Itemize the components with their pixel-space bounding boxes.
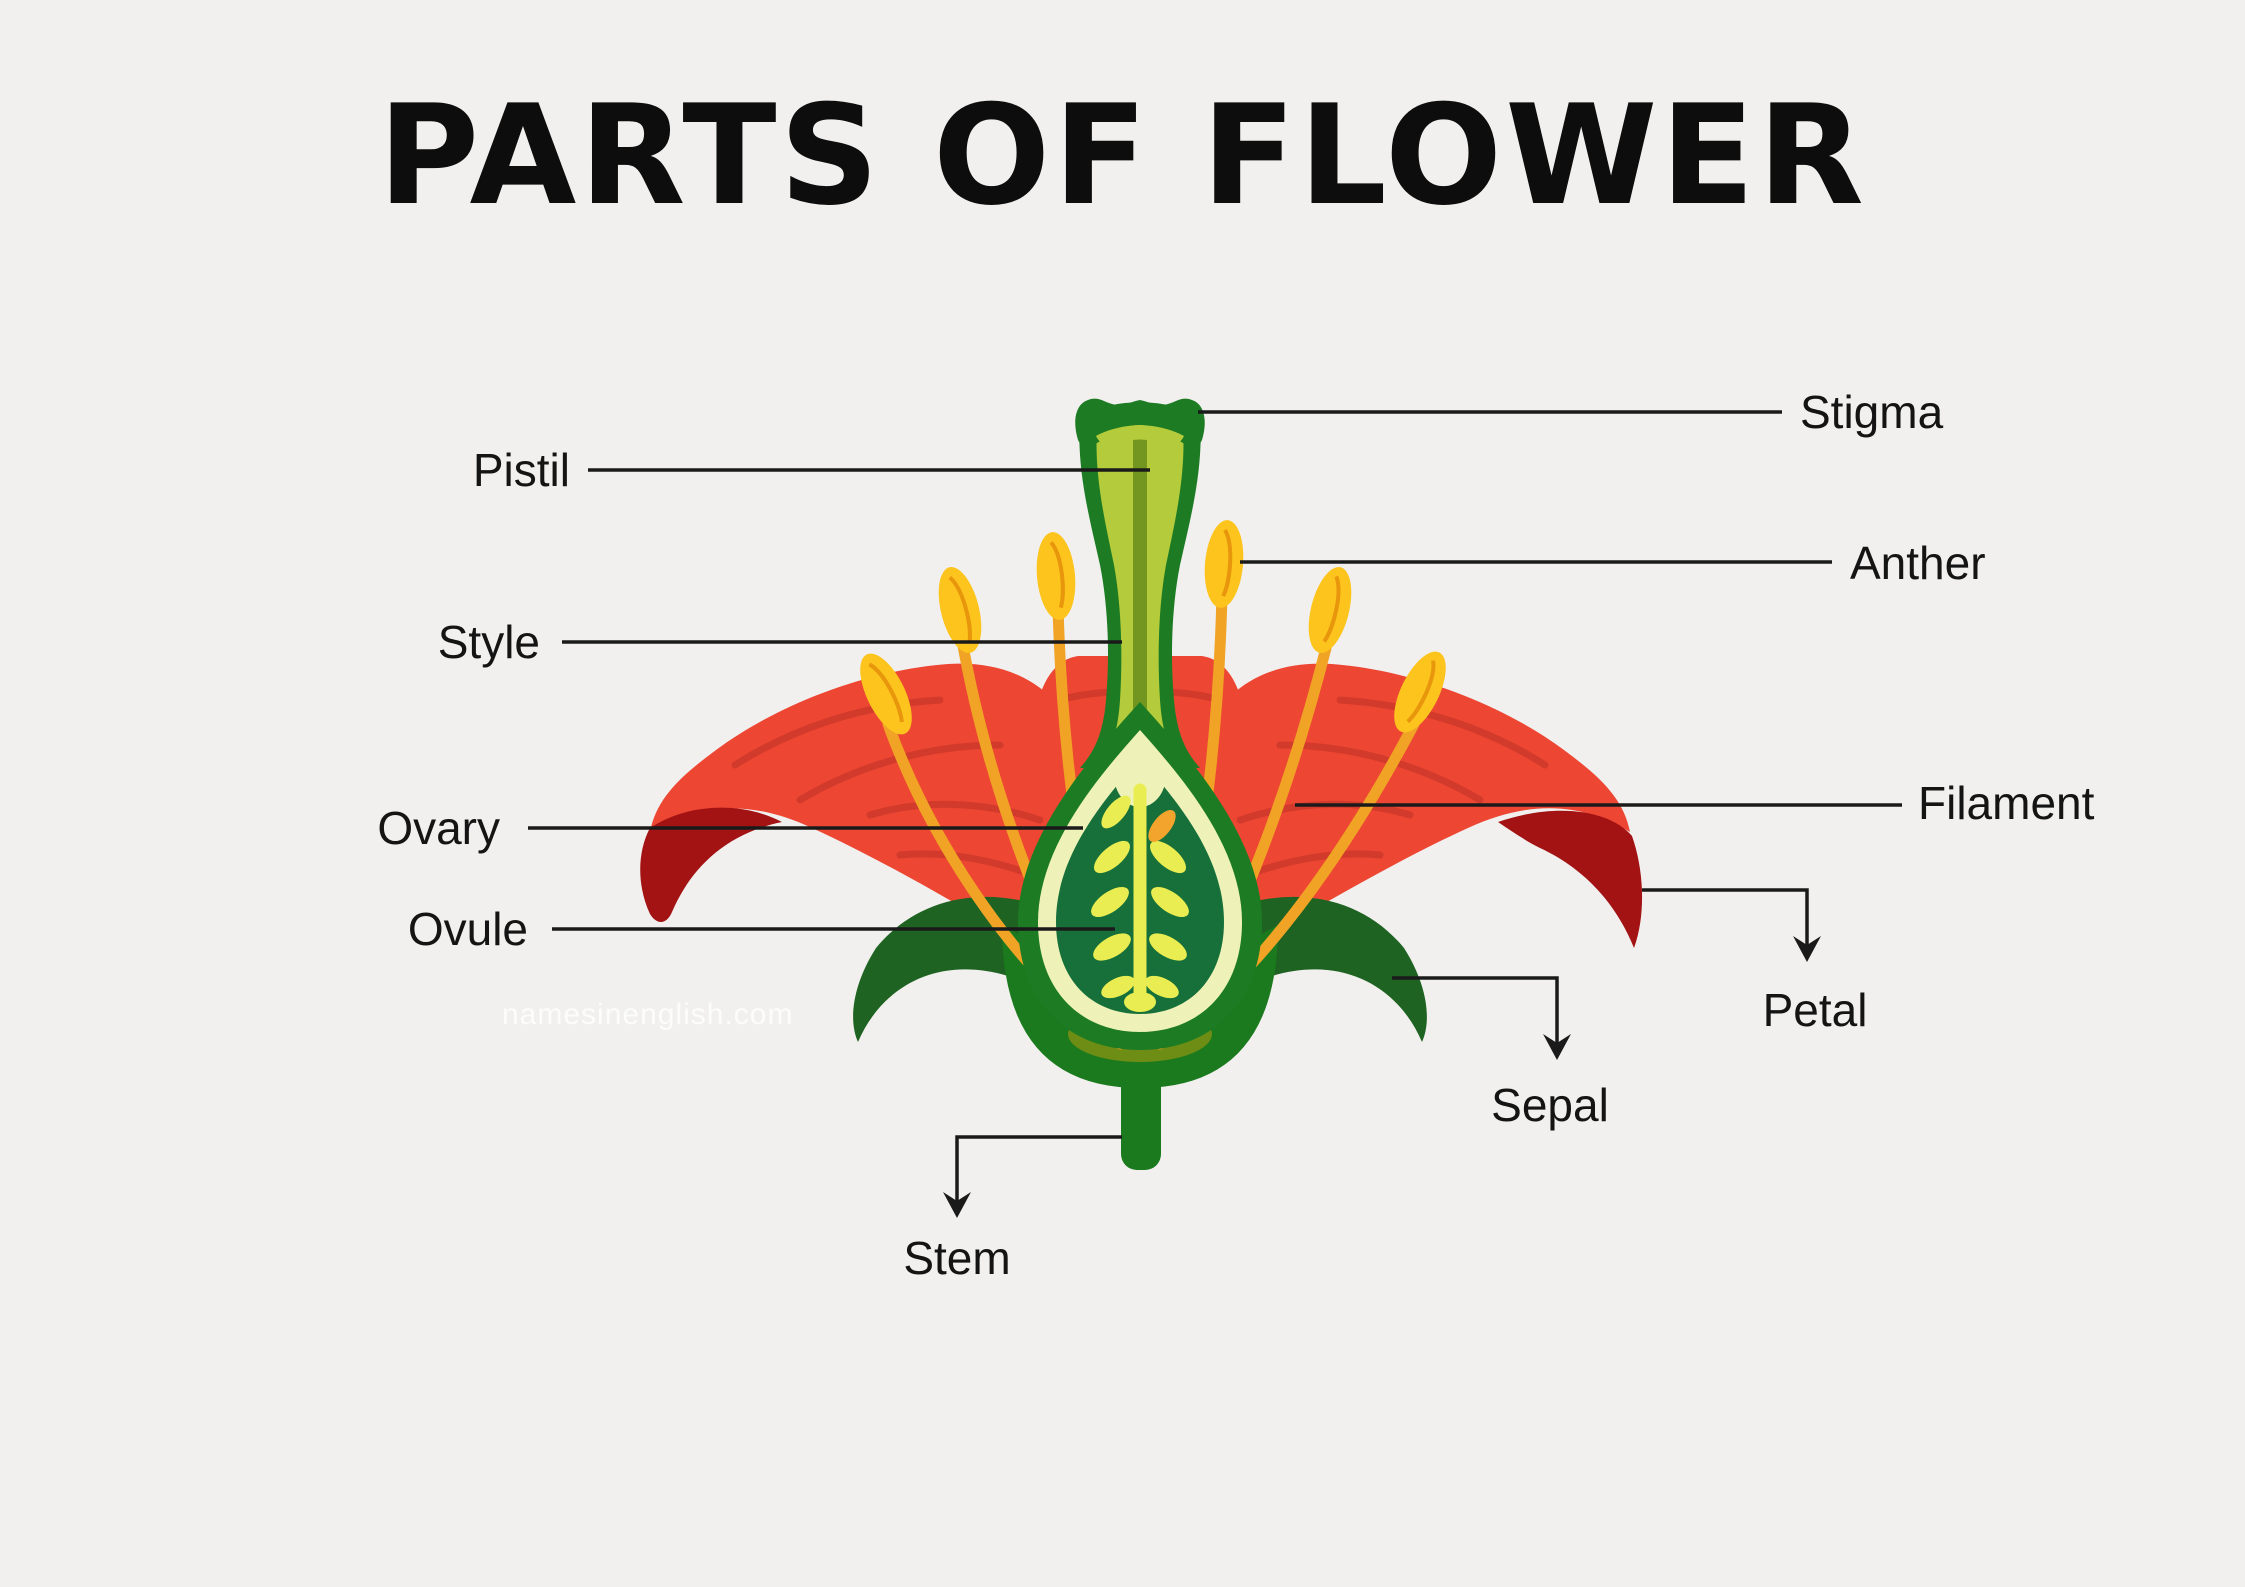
ovule-cluster xyxy=(1091,783,1189,1012)
label-ovary: Ovary xyxy=(377,802,500,854)
label-pistil: Pistil xyxy=(472,444,570,496)
label-petal: Petal xyxy=(1762,984,1868,1036)
label-style: Style xyxy=(437,616,540,668)
arrowhead-sepal xyxy=(1543,1034,1571,1060)
watermark: namesinenglish.com xyxy=(502,998,794,1031)
label-ovule: Ovule xyxy=(407,903,528,955)
label-anther: Anther xyxy=(1850,537,1986,589)
anthers xyxy=(860,520,1446,735)
label-filament: Filament xyxy=(1918,777,2095,829)
leader-stem xyxy=(955,1135,1122,1205)
leader-sepal xyxy=(1392,976,1559,1048)
petal-right-fold xyxy=(1498,810,1643,948)
arrowhead-petal xyxy=(1793,936,1821,962)
style-column xyxy=(1079,402,1201,768)
ovary-shape xyxy=(1018,702,1262,1050)
leader-petal xyxy=(1642,888,1809,950)
stem-shape xyxy=(1121,1070,1161,1170)
label-stem: Stem xyxy=(903,1232,1011,1284)
page-title: PARTS OF FLOWER xyxy=(378,75,1867,236)
label-stigma: Stigma xyxy=(1800,386,1944,438)
placenta-dome xyxy=(1114,743,1166,807)
petal-left-fold xyxy=(640,807,782,922)
arrowhead-stem xyxy=(943,1192,971,1218)
stigma-crown xyxy=(1075,398,1205,447)
leader-lines xyxy=(528,410,1902,1205)
arrowheads xyxy=(943,936,1821,1218)
ovule-orange xyxy=(1148,810,1176,842)
label-sepal: Sepal xyxy=(1491,1079,1609,1131)
